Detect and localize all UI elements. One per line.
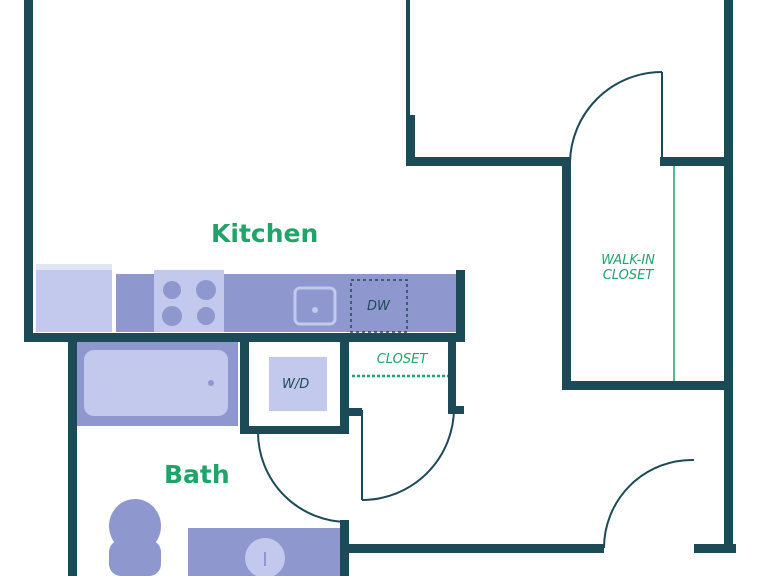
wall — [240, 426, 344, 434]
wall — [456, 270, 465, 342]
bathtub-drain — [208, 380, 214, 386]
wall — [562, 381, 728, 390]
toilet-tank — [109, 499, 161, 553]
stove — [154, 270, 224, 332]
walk-in-closet-door-swing — [569, 71, 663, 163]
wall — [694, 544, 736, 553]
wall — [724, 0, 733, 166]
wall — [340, 342, 349, 434]
kitchen-sink — [293, 286, 337, 326]
bath-faucet — [264, 552, 266, 566]
burner — [162, 306, 182, 326]
wall — [24, 333, 464, 342]
wall — [724, 157, 733, 553]
wall — [340, 544, 604, 553]
wall — [562, 157, 571, 389]
wall — [24, 0, 33, 342]
wall — [448, 342, 456, 414]
closet-label: CLOSET — [376, 352, 428, 367]
walk-in-closet-label: WALK-IN CLOSET — [588, 253, 668, 283]
burner — [196, 280, 216, 300]
wall — [660, 157, 728, 166]
burner — [197, 307, 215, 325]
refrigerator — [36, 264, 112, 332]
wall — [406, 115, 415, 165]
wall — [68, 342, 77, 576]
closet-door-swing — [361, 407, 455, 501]
walk-in-closet-label-line1: WALK-IN — [601, 253, 655, 268]
bath-door-swing — [257, 431, 349, 523]
kitchen-label: Kitchen — [211, 219, 319, 248]
bath-label: Bath — [164, 460, 230, 489]
dishwasher-label: DW — [367, 299, 390, 314]
entry-door-swing — [603, 458, 695, 549]
wall — [448, 406, 464, 414]
refrigerator-top — [36, 264, 112, 270]
wall — [406, 0, 410, 115]
washer-dryer-label: W/D — [282, 377, 310, 392]
bathtub — [84, 350, 228, 416]
kitchen-sink-drain — [312, 307, 318, 313]
toilet-base — [109, 540, 161, 576]
washer-dryer — [269, 357, 327, 411]
burner — [163, 281, 181, 299]
wall — [340, 408, 362, 416]
wall — [240, 342, 249, 426]
walk-in-closet-label-line2: CLOSET — [602, 268, 654, 283]
wall — [406, 157, 570, 166]
